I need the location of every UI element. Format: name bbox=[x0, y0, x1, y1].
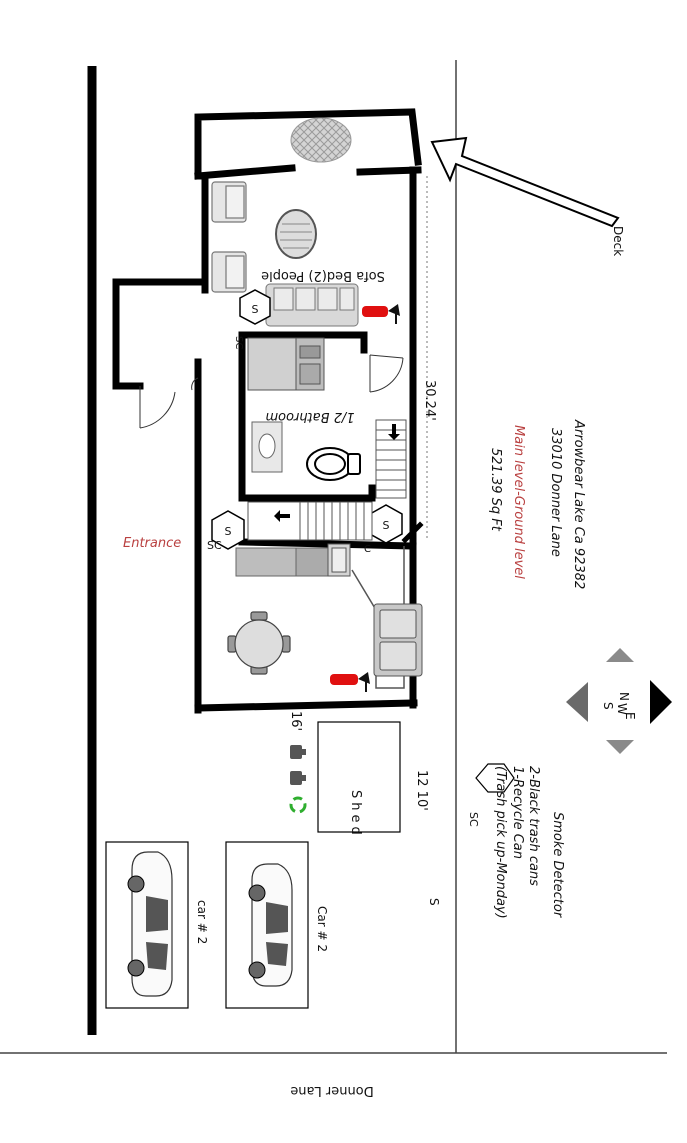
smoke-detector-icon: S bbox=[239, 289, 271, 325]
bathroom-sink bbox=[251, 421, 283, 473]
legend-recycle-can: 1-Recycle Can bbox=[510, 766, 525, 859]
dining-table bbox=[227, 611, 291, 675]
car-label: car # 2 bbox=[195, 900, 209, 944]
svg-text:33010 Donner Lane: 33010 Donner Lane bbox=[548, 428, 563, 557]
deck-label: Deck bbox=[611, 226, 625, 256]
compass: N W E S bbox=[566, 648, 672, 754]
street-name: Donner Lane bbox=[290, 1083, 373, 1098]
kitchen-range bbox=[327, 543, 351, 577]
address-block: Arrowbear Lake Ca 92382 33010 Donner Lan… bbox=[488, 419, 586, 589]
trash-can-icon bbox=[290, 745, 306, 759]
shed bbox=[317, 721, 401, 833]
south-marker: S bbox=[427, 898, 441, 906]
kitchen-sink bbox=[373, 603, 423, 677]
sofa-bed-label: Sofa Bed(2) People bbox=[261, 268, 385, 283]
smoke-detector-icon: S bbox=[369, 504, 403, 544]
length-dimension: 30.24' bbox=[422, 380, 437, 421]
stair-arrow-icon bbox=[274, 510, 290, 522]
car-icon bbox=[248, 863, 293, 987]
staircase bbox=[247, 419, 407, 541]
kitchen-counter bbox=[235, 547, 329, 577]
legend-pickup: (Trash pick up-Monday) bbox=[493, 766, 508, 919]
compass-e: E bbox=[623, 712, 637, 720]
deck-arrow bbox=[430, 136, 620, 228]
compass-w: W bbox=[615, 703, 629, 715]
compass-n: N bbox=[617, 692, 631, 701]
sofa-bed bbox=[265, 283, 359, 327]
armchair bbox=[211, 181, 247, 223]
armchair bbox=[211, 251, 247, 293]
smoke-co-label: SC bbox=[233, 336, 244, 349]
legend-black-cans: 2-Black trash cans bbox=[526, 766, 541, 886]
svg-text:Main level-Ground level: Main level-Ground level bbox=[511, 425, 526, 579]
shed-dimensions: 12 10' bbox=[414, 770, 429, 811]
toilet bbox=[306, 447, 361, 481]
bathroom-label: 1/2 Bathroom bbox=[265, 409, 354, 424]
svg-text:S: S bbox=[252, 303, 259, 316]
shed-label: Shed bbox=[348, 790, 363, 839]
legend-smoke-detector: Smoke Detector bbox=[550, 812, 565, 919]
woven-rug bbox=[290, 117, 352, 163]
legend-sc: SC bbox=[467, 812, 480, 827]
car-label: Car # 2 bbox=[315, 906, 329, 952]
bathroom-door bbox=[369, 354, 404, 393]
legend: SC Smoke Detector 2-Black trash cans 1-R… bbox=[467, 763, 565, 919]
ottoman bbox=[275, 209, 317, 259]
compass-s: S bbox=[601, 702, 615, 710]
trash-can-icon bbox=[290, 771, 306, 785]
fire-extinguisher-icon bbox=[362, 304, 400, 324]
door-swing-mark bbox=[191, 377, 199, 391]
recycle-icon bbox=[289, 796, 307, 814]
svg-text:S: S bbox=[383, 519, 390, 532]
smoke-co-label: SC bbox=[207, 539, 222, 552]
fire-extinguisher-icon bbox=[330, 672, 370, 692]
stair-arrow-icon bbox=[388, 424, 400, 440]
width-dimension: 16' bbox=[288, 711, 303, 731]
smoke-detector-icon bbox=[475, 763, 515, 793]
svg-text:Arrowbear Lake Ca 92382: Arrowbear Lake Ca 92382 bbox=[571, 419, 586, 589]
car-icon bbox=[127, 851, 173, 997]
smoke-detector-icon: S bbox=[211, 510, 245, 550]
washer-dryer bbox=[247, 337, 325, 391]
entrance-label: Entrance bbox=[123, 536, 181, 551]
smoke-co-label: C bbox=[364, 544, 371, 555]
svg-text:521.39 Sq Ft: 521.39 Sq Ft bbox=[488, 448, 503, 532]
house-walls bbox=[112, 108, 424, 714]
svg-text:S: S bbox=[225, 525, 232, 538]
entry-door bbox=[139, 386, 176, 429]
